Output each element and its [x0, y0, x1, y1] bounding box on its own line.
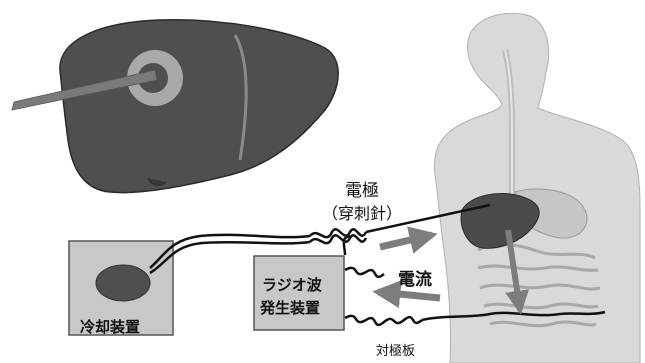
current-label: 電流 — [398, 265, 432, 290]
human-body-silhouette — [434, 13, 640, 363]
liver-illustration — [60, 20, 338, 193]
current-out-arrow — [380, 235, 432, 247]
electrode-sub-label: （穿刺針） — [322, 200, 402, 224]
ground-plate-label: 対極板 — [376, 340, 415, 359]
rf-generator-label-line1: ラジオ波 — [262, 274, 322, 295]
electrode-label: 電極 — [345, 176, 379, 201]
cooling-device-label: 冷却装置 — [80, 316, 140, 337]
current-return-arrow — [378, 292, 440, 298]
rf-generator-label-line2: 発生装置 — [260, 297, 320, 318]
